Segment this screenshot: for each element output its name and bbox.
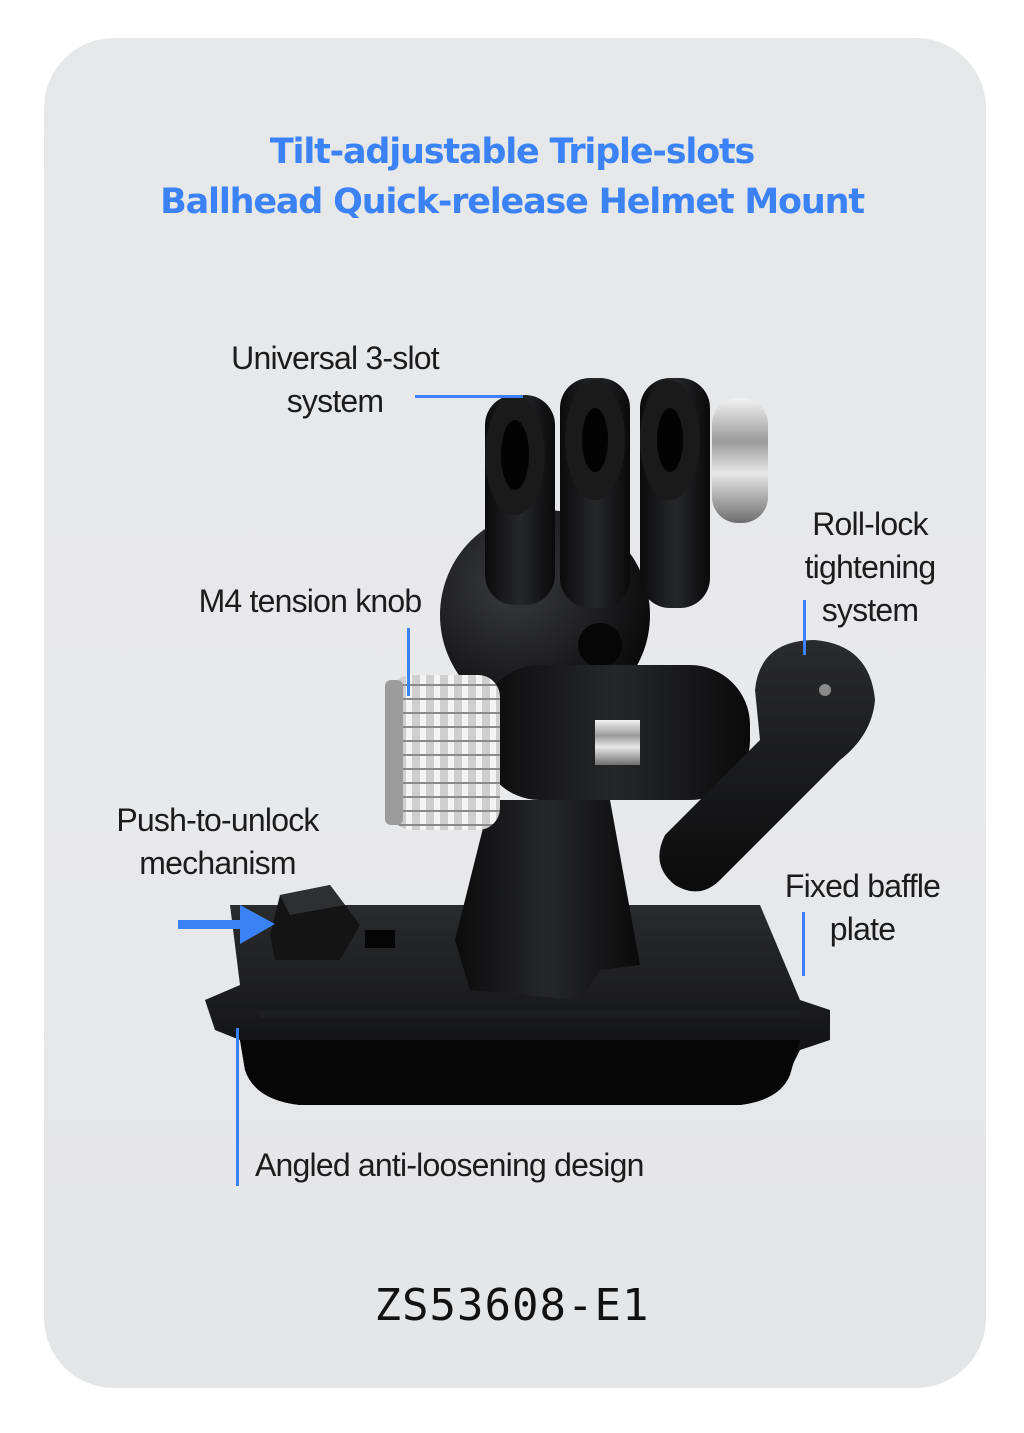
model-number: ZS53608-E1 — [374, 1280, 650, 1331]
callout-roll-lock-line3: system — [821, 592, 919, 628]
callout-roll-lock-line — [803, 600, 806, 655]
callout-roll-lock-line2: tightening — [804, 549, 937, 585]
callout-slot-system-line1: Universal 3-slot — [231, 340, 440, 376]
callout-slot-system: Universal 3-slot system — [200, 337, 470, 423]
callout-anti-loosening: Angled anti-loosening design — [255, 1144, 705, 1187]
callout-roll-lock-line1: Roll-lock — [812, 506, 928, 542]
callout-roll-lock: Roll-lock tightening system — [770, 503, 970, 632]
callout-tension-knob-line1: M4 tension knob — [198, 583, 423, 619]
callout-tension-knob: M4 tension knob — [175, 580, 445, 623]
callout-baffle-plate-line2: plate — [829, 911, 896, 947]
callout-anti-loosening-line — [236, 1028, 239, 1186]
callout-slot-system-line — [415, 395, 523, 398]
callout-push-unlock-line1: Push-to-unlock — [116, 802, 319, 838]
callout-baffle-plate-line — [802, 912, 805, 976]
callout-anti-loosening-line1: Angled anti-loosening design — [255, 1147, 644, 1183]
callout-baffle-plate-line1: Fixed baffle — [784, 868, 941, 904]
arrow-right-icon — [178, 905, 275, 944]
callout-push-unlock: Push-to-unlock mechanism — [90, 799, 345, 885]
title-line-2: Ballhead Quick-release Helmet Mount — [160, 182, 865, 222]
callout-push-unlock-line2: mechanism — [139, 845, 296, 881]
callout-slot-system-line2: system — [286, 383, 384, 419]
callout-baffle-plate: Fixed baffle plate — [765, 865, 960, 951]
title-line-1: Tilt-adjustable Triple-slots — [269, 132, 756, 172]
callout-tension-knob-line — [407, 628, 410, 696]
